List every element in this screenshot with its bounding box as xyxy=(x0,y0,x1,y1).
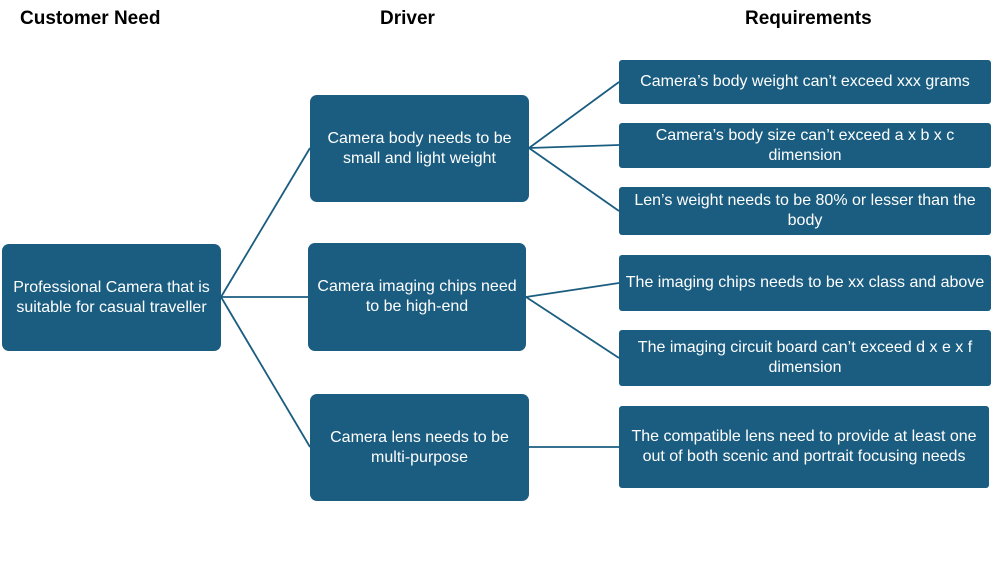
connector-driver1-to-req1 xyxy=(528,81,620,149)
column-header-customer-need: Customer Need xyxy=(20,8,161,29)
requirement-box-lens-weight: Len’s weight needs to be 80% or lesser t… xyxy=(619,187,991,235)
connector-driver1-to-req2 xyxy=(528,144,620,149)
driver-box-lens: Camera lens needs to be multi-purpose xyxy=(310,394,529,501)
requirement-box-imaging-chip-class: The imaging chips needs to be xx class a… xyxy=(619,255,991,311)
connector-driver2-to-req5 xyxy=(525,296,620,359)
requirement-box-lens-focusing: The compatible lens need to provide at l… xyxy=(619,406,989,488)
requirement-box-circuit-board: The imaging circuit board can’t exceed d… xyxy=(619,330,991,386)
requirement-box-body-weight: Camera’s body weight can’t exceed xxx gr… xyxy=(619,60,991,104)
customer-need-box: Professional Camera that is suitable for… xyxy=(2,244,221,351)
driver-box-body-size: Camera body needs to be small and light … xyxy=(310,95,529,202)
driver-box-imaging-chips: Camera imaging chips need to be high-end xyxy=(308,243,526,351)
connector-driver2-to-req4 xyxy=(525,282,620,298)
connector-need-to-driver-3 xyxy=(220,296,311,448)
requirement-box-body-size: Camera’s body size can’t exceed a x b x … xyxy=(619,123,991,168)
connector-need-to-driver-1 xyxy=(220,147,311,298)
connector-driver1-to-req3 xyxy=(528,147,620,212)
column-header-driver: Driver xyxy=(380,8,435,29)
column-header-requirements: Requirements xyxy=(745,8,872,29)
